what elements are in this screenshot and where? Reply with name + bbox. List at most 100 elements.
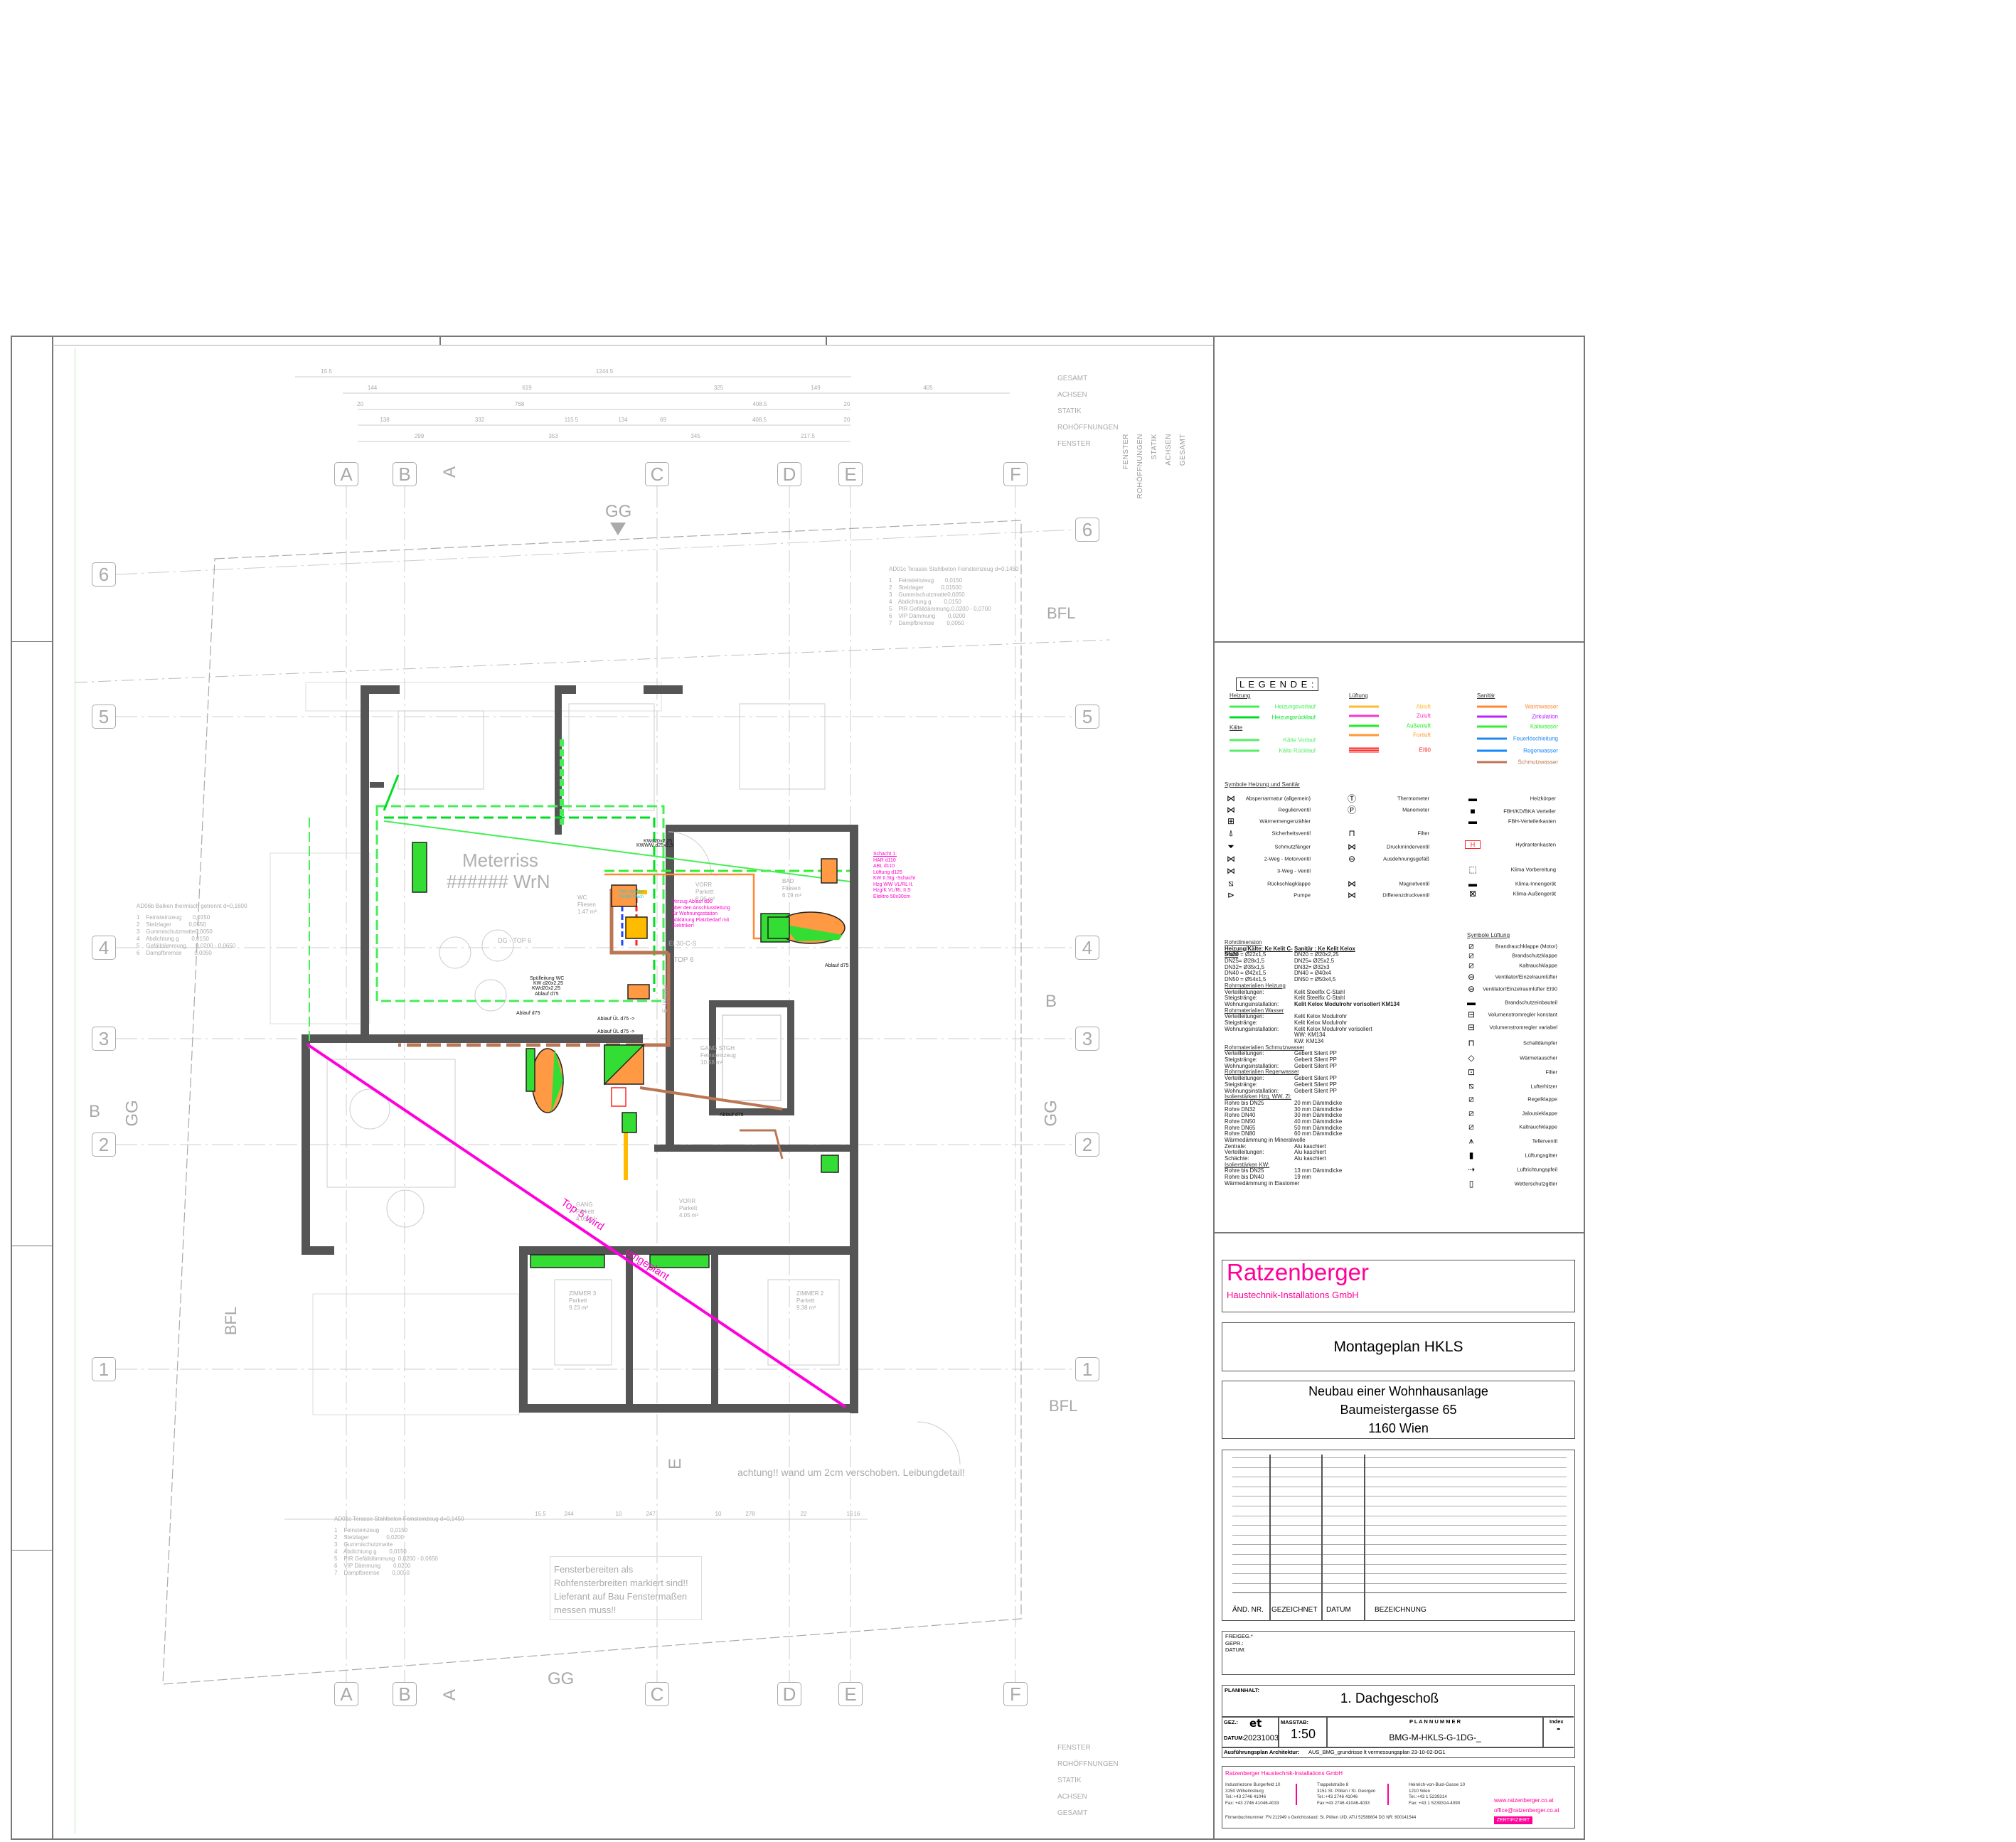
spec-key: Schächte: (1225, 1155, 1249, 1162)
legend-symbol-label: Wetterschutzgitter (1514, 1180, 1557, 1187)
dimension-value: 1244.5 (595, 368, 614, 375)
layer-row: 1 Feinsteinzeug 0,0150 (334, 1527, 408, 1533)
legend-symbol-label: 2-Weg - Motorventil (1264, 855, 1311, 862)
legend-symbol-icon: ⏷ (1227, 841, 1234, 852)
legend-line-swatch (1477, 761, 1507, 764)
spec-key: Steigstränge: (1225, 1081, 1257, 1088)
legend-line-label: Zuluft (1416, 712, 1431, 719)
top-label: DG - TOP 6 (498, 937, 532, 944)
legend-symbol-icon: ⊓ (1348, 828, 1355, 838)
legend-symbol-icon: Ⓟ (1347, 805, 1356, 815)
legend-symbol-label: Volumenstromregler variabel (1489, 1024, 1557, 1031)
dimension-value: 149 (811, 385, 821, 391)
legend-line-swatch (1349, 705, 1379, 708)
project-line: 1160 Wien (1368, 1421, 1429, 1435)
approved-label: FREIGEG.* (1225, 1633, 1253, 1639)
legend-symbol-label: Schalldämpfer (1523, 1039, 1557, 1046)
room-name: BAD (782, 878, 794, 884)
pink-note-line: über den Anschlussleitung (672, 905, 730, 911)
layer-row: 4 Abdichtung g 0,0150 (334, 1548, 407, 1555)
pink-note-line: Elektriker! (672, 923, 695, 928)
divider (1326, 1716, 1328, 1747)
spec-heading: Rohrmaterialien Schmutzwasser (1225, 1044, 1305, 1051)
dimension-row-title: STATIK (1057, 407, 1082, 415)
architektur-label: Ausführungsplan Architektur: (1224, 1749, 1300, 1755)
revision-row-line (1232, 1534, 1567, 1536)
legend-symbol-icon: ⊡ (1467, 1067, 1476, 1077)
pipe-annotation: Ablauf d75 (535, 992, 559, 997)
revision-row-line (1232, 1573, 1567, 1575)
legend-symbol-label: Ventilator/Einzelraumlüfter (1495, 973, 1557, 980)
spec-key: Steigstränge: (1225, 1056, 1257, 1064)
plan-content-box: PLANINHALT: 1. Dachgeschoß GEZ.: et DATU… (1222, 1685, 1575, 1758)
dimension-row-title: GESAMT (1057, 1809, 1088, 1817)
divider (1278, 1716, 1279, 1747)
spec-key: DN20 = Ø22x1,5 (1225, 951, 1266, 958)
layer-row: 1 Feinsteinzeug 0,0150 (889, 577, 963, 584)
footer-address-line: Fax: +43 2746 41046-4033 (1225, 1800, 1279, 1806)
fbh-label-line: 750/80 Wach (619, 895, 644, 899)
layer-row: 6 VIP Dämmung 0,0200 (889, 613, 966, 619)
spec-row: Wärmedämmung in Elastomer (1225, 1180, 1399, 1187)
room-floor: Parkett (679, 1205, 698, 1211)
footer-email-link[interactable]: office@ratzenberger.co.at (1494, 1807, 1559, 1814)
dimension-value: 15.5 (535, 1511, 546, 1517)
spec-value: 50 mm Dämmdicke (1294, 1124, 1343, 1131)
spec-key: Rohre DN32 (1225, 1105, 1256, 1113)
spec-row: Zentrale:Alu kaschiert (1225, 1143, 1399, 1150)
revision-row-line (1232, 1525, 1567, 1526)
schacht-note-line: Hzg WW VL/RL II. (873, 882, 914, 887)
dimension-row-title: GESAMT (1057, 375, 1088, 382)
legend-symbol-icon: ▬ (1468, 879, 1477, 889)
spec-row: Steigstränge:Geberit Silent PP (1225, 1056, 1399, 1064)
legend-symbol-icon: ⊠ (1468, 889, 1477, 899)
dimension-value: 134 (618, 417, 628, 423)
revision-row-line (1232, 1457, 1567, 1458)
dimension-value: 10 (615, 1511, 622, 1517)
legend-symbol-label: Kaltrauchklappe (1519, 1123, 1557, 1130)
company-subtitle: Haustechnik-Installations GmbH (1227, 1290, 1359, 1300)
revision-row-line (1232, 1554, 1567, 1555)
spec-key: Wohnungsinstallation: (1225, 1087, 1279, 1094)
pipe-annotation: Ablauf d75 (720, 1113, 744, 1118)
layer-row: 7 Dampfbremse 0,0050 (334, 1570, 410, 1576)
section-mark-b-right: B (1045, 992, 1057, 1011)
legend-symbol-icon: ⋈ (1227, 805, 1235, 815)
spec-value: 60 mm Dämmdicke (1294, 1130, 1343, 1137)
revision-col-line (1364, 1455, 1365, 1620)
legend-symbol-label: FBH-Verteilerkasten (1508, 818, 1556, 825)
grid-row-label: 6 (1075, 518, 1099, 542)
revision-row-line (1232, 1544, 1567, 1546)
spec-row: Steigstränge:Kelit Steelfix C-Stahl (1225, 995, 1399, 1002)
layer-row: 1 Feinsteinzeug 0,0150 (137, 914, 210, 921)
spec-key: Rohre bis DN40 (1225, 1174, 1264, 1181)
legend-symbol-label: Brandrauchklappe (Motor) (1495, 943, 1557, 950)
room-floor: Parkett (569, 1297, 587, 1304)
room-area: 8.06 m² (695, 896, 715, 902)
legend-symbol-label: Rückschlagklappe (1267, 880, 1311, 887)
spec-row: Wohnungsinstallation:Geberit Silent PP (1225, 1063, 1399, 1070)
frame-tick (439, 336, 441, 345)
dimension-value: 768 (514, 401, 525, 407)
footer-separator (1296, 1784, 1297, 1805)
section-mark-b-left: B (89, 1102, 101, 1121)
spec-value: Geberit Silent PP (1294, 1081, 1337, 1088)
footer-web-link[interactable]: www.ratzenberger.co.at (1494, 1797, 1554, 1804)
legend-symbol-icon: ⍋ (1228, 828, 1234, 838)
revision-col-line (1321, 1455, 1323, 1620)
dimension-value: 20 (843, 401, 850, 407)
legend-symbol-label: Klima-Innengerät (1515, 880, 1556, 887)
dimension-value: 405 (923, 385, 933, 391)
legend-line-label: Schmutzwasser (1518, 759, 1558, 766)
footer-address-line: Trappelstraße 8 (1317, 1782, 1349, 1787)
dimension-value: 345 (690, 433, 700, 439)
spec-row: Verteilleitungen:Alu kaschiert (1225, 1150, 1399, 1156)
spec-key (1225, 1032, 1294, 1039)
legend-line-label: Kälte Rücklauf (1279, 747, 1316, 754)
room-name: VORR (695, 882, 713, 888)
